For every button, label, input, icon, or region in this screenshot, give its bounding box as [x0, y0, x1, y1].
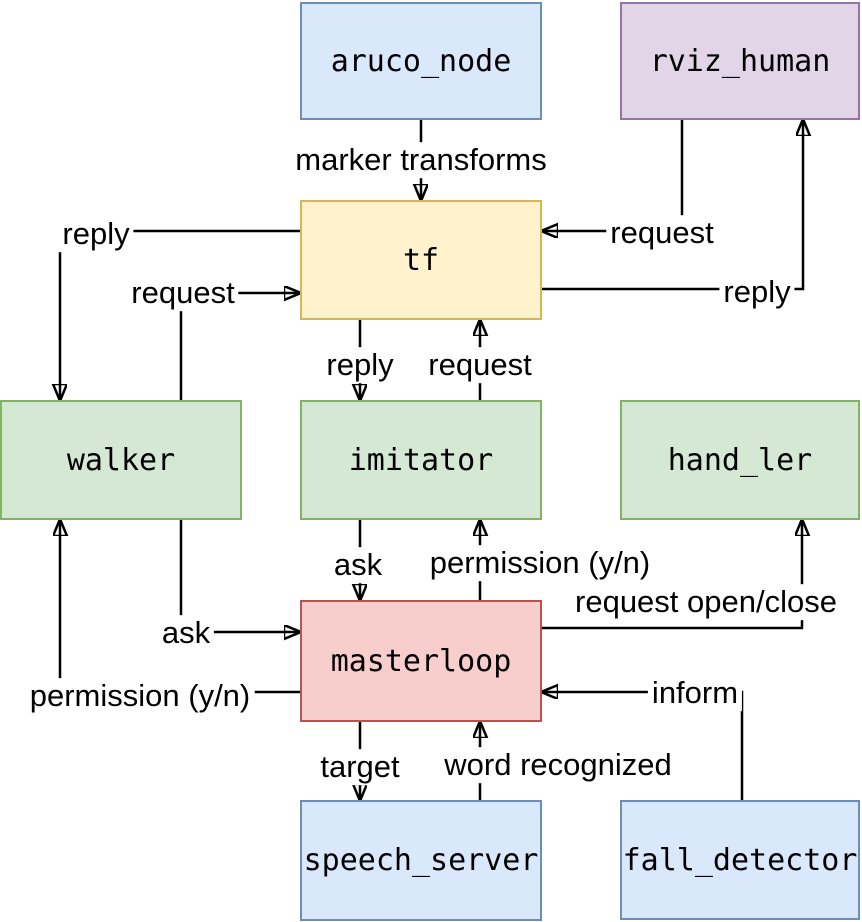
node-masterloop-label: masterloop	[330, 643, 512, 679]
node-rviz-human-label: rviz_human	[649, 43, 831, 79]
edge-label-rviz-reply: reply	[719, 274, 795, 310]
node-fall-detector: fall_detector	[620, 800, 860, 920]
node-hand-ler: hand_ler	[620, 400, 860, 520]
edge-label-walker-permission: permission (y/n)	[25, 678, 255, 714]
node-fall-detector-label: fall_detector	[622, 842, 858, 878]
edge-label-walker-reply: reply	[58, 216, 134, 252]
node-imitator: imitator	[300, 400, 542, 520]
node-tf: tf	[300, 200, 542, 320]
edge-label-imitator-reply: reply	[322, 347, 398, 383]
node-imitator-label: imitator	[348, 442, 494, 478]
node-tf-label: tf	[402, 242, 440, 278]
edge-label-walker-ask: ask	[157, 615, 215, 651]
edge-label-imitator-permission: permission (y/n)	[425, 545, 655, 581]
node-masterloop: masterloop	[300, 600, 542, 722]
node-rviz-human: rviz_human	[620, 2, 860, 120]
edge-rviz-reply-line	[542, 120, 803, 291]
edge-label-imitator-ask: ask	[329, 547, 387, 583]
node-aruco-node: aruco_node	[300, 2, 542, 120]
edge-label-handler-request: request open/close	[571, 584, 841, 620]
edge-label-inform: inform	[647, 675, 743, 711]
node-hand-ler-label: hand_ler	[667, 442, 813, 478]
edge-label-word-recognized: word recognized	[440, 747, 676, 783]
node-walker: walker	[0, 400, 242, 520]
edge-label-rviz-request: request	[606, 215, 718, 251]
edge-label-marker-transforms: marker transforms	[291, 142, 551, 178]
edge-label-imitator-request: request	[424, 347, 536, 383]
node-speech-server: speech_server	[300, 800, 542, 921]
edge-label-walker-request: request	[127, 275, 239, 311]
node-aruco-node-label: aruco_node	[330, 43, 512, 79]
edge-label-target: target	[316, 749, 404, 785]
edge-handler-request-line	[542, 520, 802, 630]
node-speech-server-label: speech_server	[303, 843, 539, 878]
node-walker-label: walker	[66, 442, 176, 478]
